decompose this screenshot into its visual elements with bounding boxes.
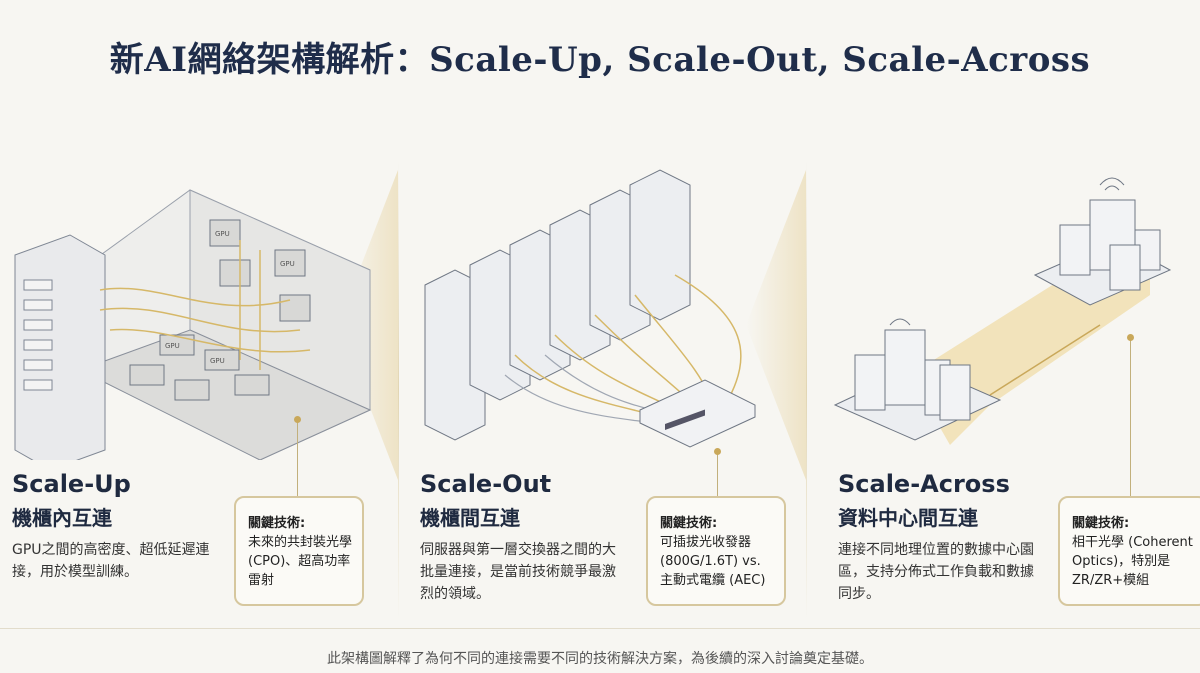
scale-out-racks-illustration [424,169,756,448]
callout-dot [294,416,301,423]
section-divider [806,160,807,620]
key-tech-text: 相干光學 (Coherent Optics)，特別是ZR/ZR+模組 [1072,535,1193,588]
key-tech-text: 未來的共封裝光學 (CPO)、超高功率雷射 [248,535,353,588]
section-description: 連接不同地理位置的數據中心園區，支持分佈式工作負載和數據同步。 [838,542,1034,602]
key-tech-box: 關鍵技術: 相干光學 (Coherent Optics)，特別是ZR/ZR+模組 [1058,496,1200,606]
gpu-label: GPU [215,230,230,238]
section-subheading: 機櫃間互連 [420,506,520,530]
key-tech-box: 關鍵技術: 未來的共封裝光學 (CPO)、超高功率雷射 [234,496,364,606]
section-heading: Scale-Up [12,470,131,498]
section-heading: Scale-Out [420,470,552,498]
scale-across-datacenters-illustration [833,177,1172,445]
footer-caption: 此架構圖解釋了為何不同的連接需要不同的技術解決方案，為後續的深入討論奠定基礎。 [327,651,873,667]
callout-dot [1127,334,1134,341]
callout-connector [1130,338,1131,496]
key-tech-label: 關鍵技術: [248,516,306,531]
section-scale-out: Scale-Out 機櫃間互連 伺服器與第一層交換器之間的大批量連接，是當前技術… [420,470,620,605]
gpu-label: GPU [165,342,180,350]
section-subheading: 機櫃內互連 [12,506,112,530]
section-scale-across: Scale-Across 資料中心間互連 連接不同地理位置的數據中心園區，支持分… [838,470,1038,605]
section-subheading: 資料中心間互連 [838,506,978,530]
key-tech-box: 關鍵技術: 可插拔光收發器 (800G/1.6T) vs. 主動式電纜 (AEC… [646,496,786,606]
section-description: 伺服器與第一層交換器之間的大批量連接，是當前技術競爭最激烈的領域。 [420,542,616,602]
section-scale-up: Scale-Up 機櫃內互連 GPU之間的高密度、超低延遲連接，用於模型訓練。 [12,470,212,583]
key-tech-text: 可插拔光收發器 (800G/1.6T) vs. 主動式電纜 (AEC) [660,535,766,588]
key-tech-label: 關鍵技術: [1072,516,1130,531]
callout-connector [297,420,298,496]
page-title: 新AI網絡架構解析：Scale-Up, Scale-Out, Scale-Acr… [109,40,1091,80]
footer-divider [0,628,1200,629]
key-tech-label: 關鍵技術: [660,516,718,531]
gpu-label: GPU [210,357,225,365]
callout-connector [717,452,718,496]
gpu-label: GPU [280,260,295,268]
scale-up-rack-illustration: GPU GPU GPU GPU [14,189,372,460]
section-divider [398,160,399,620]
callout-dot [714,448,721,455]
section-description: GPU之間的高密度、超低延遲連接，用於模型訓練。 [12,542,210,580]
section-heading: Scale-Across [838,470,1010,498]
